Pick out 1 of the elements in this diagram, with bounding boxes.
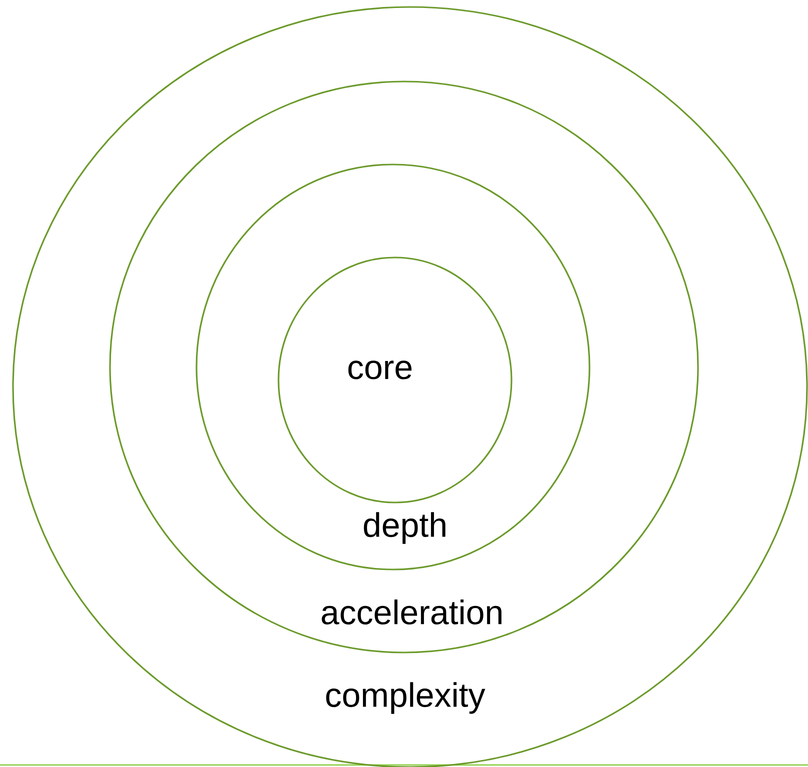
ring: core [278, 256, 512, 504]
